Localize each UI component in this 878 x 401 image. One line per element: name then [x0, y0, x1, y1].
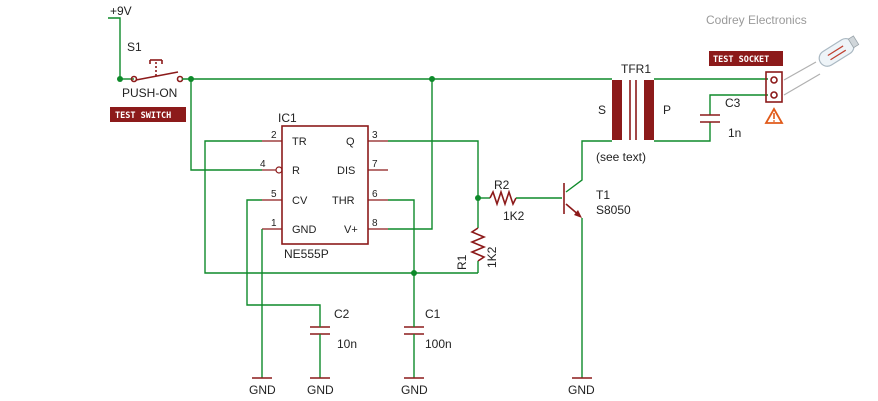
gnd-label: GND [249, 383, 276, 397]
c3-ref: C3 [725, 96, 741, 110]
pin-name: V+ [344, 224, 358, 236]
pin-number: 6 [372, 189, 378, 200]
gnd-label: GND [401, 383, 428, 397]
pin-name: TR [292, 136, 307, 148]
ground-symbol: GND [249, 377, 276, 397]
c1-ref: C1 [425, 307, 441, 321]
tfr1-secondary: P [663, 103, 671, 117]
pin-number: 2 [271, 130, 277, 141]
pin-number: 1 [271, 218, 277, 229]
warning-icon [764, 107, 784, 124]
pin-number: 3 [372, 130, 378, 141]
c3-value: 1n [728, 126, 741, 140]
capacitor-c1: C1 100n [404, 307, 452, 378]
supply-label: +9V [110, 4, 132, 18]
ground-symbol: GND [401, 377, 428, 397]
tfr1-primary: S [598, 103, 606, 117]
s1-ref: S1 [127, 40, 142, 54]
pin-name: CV [292, 195, 308, 207]
brand-label: Codrey Electronics [706, 13, 807, 27]
tfr1-ref: TFR1 [621, 62, 651, 76]
s1-type: PUSH-ON [122, 86, 177, 100]
pin-name: Q [346, 136, 355, 148]
gnd-label: GND [568, 383, 595, 397]
junction [117, 76, 123, 82]
r1-value: 1K2 [485, 246, 499, 268]
capacitor-c2: C2 10n [310, 307, 357, 378]
c1-value: 100n [425, 337, 452, 351]
pin-number: 8 [372, 218, 378, 229]
pin-name: DIS [337, 165, 355, 177]
pin-name: R [292, 165, 300, 177]
capacitor-c3: C3 1n [700, 96, 741, 140]
test-socket [765, 71, 783, 103]
resistor-r1: R1 1K2 [455, 198, 499, 273]
push-switch-s1: S1 PUSH-ON [122, 40, 184, 100]
transistor-t1: T1 S8050 [563, 140, 631, 378]
pin-name: THR [332, 195, 355, 207]
pin-number: 5 [271, 189, 277, 200]
test-socket-badge: TEST SOCKET [709, 51, 783, 66]
test-switch-badge-text: TEST SWITCH [115, 111, 171, 121]
r2-ref: R2 [494, 178, 510, 192]
c2-ref: C2 [334, 307, 350, 321]
transformer-tfr1: TFR1 S P (see text) [596, 62, 671, 164]
pin-number: 4 [260, 159, 266, 170]
t1-ref: T1 [596, 188, 610, 202]
neon-lamp-icon [783, 35, 860, 96]
r1-ref: R1 [455, 254, 469, 270]
test-switch-badge: TEST SWITCH [110, 107, 186, 122]
ground-symbol: GND [307, 377, 334, 397]
tfr1-note: (see text) [596, 150, 646, 164]
test-socket-badge-text: TEST SOCKET [713, 55, 769, 65]
gnd-label: GND [307, 383, 334, 397]
supply-rail: +9V [108, 4, 134, 80]
ic-part: NE555P [284, 247, 329, 261]
t1-part: S8050 [596, 203, 631, 217]
r2-value: 1K2 [503, 209, 525, 223]
ne555-ic: IC1 NE555P 2 TR 4 R 5 CV 1 GND 3 Q 7 DIS… [260, 111, 388, 261]
resistor-r2: R2 1K2 [478, 178, 562, 223]
ic-ref: IC1 [278, 111, 297, 125]
ground-symbol: GND [568, 377, 595, 397]
pin-name: GND [292, 224, 317, 236]
pin-number: 7 [372, 159, 378, 170]
c2-value: 10n [337, 337, 357, 351]
junction [411, 270, 417, 276]
